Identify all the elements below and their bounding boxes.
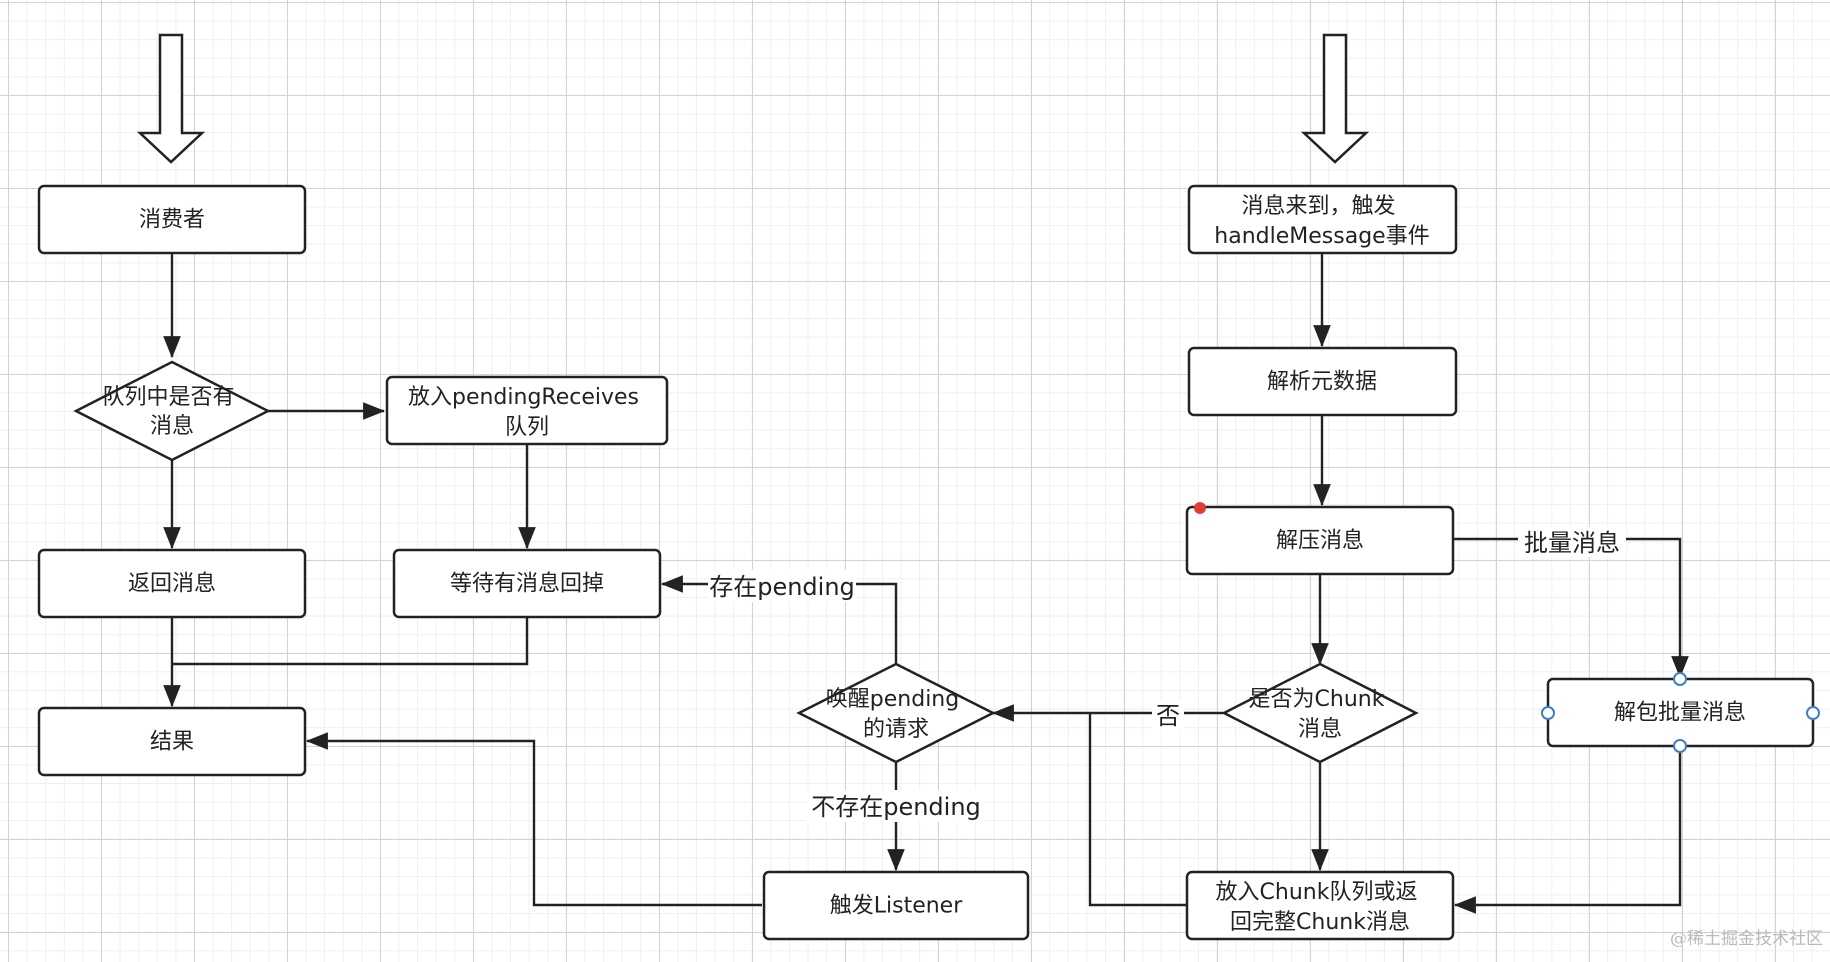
node-wait-callback[interactable]: 等待有消息回掉 <box>392 548 662 619</box>
node-return-msg-label: 返回消息 <box>128 572 216 597</box>
node-wait-callback-label: 等待有消息回掉 <box>450 572 604 597</box>
node-put-chunk-label-line1: 放入Chunk队列或返 <box>1216 880 1418 905</box>
edge-label-exists-pending: 存在pending <box>709 573 855 601</box>
node-wake-pending[interactable]: 唤醒pending 的请求 <box>796 662 996 764</box>
node-is-chunk-label-line1: 是否为Chunk <box>1249 687 1385 712</box>
svg-text:放入Chunk队列或返 回完整Chunk消息: 放入Chunk队列或返 回完整Chunk消息 <box>1216 880 1425 935</box>
node-trigger-listener-label: 触发Listener <box>830 894 963 919</box>
node-unpack-batch-label: 解包批量消息 <box>1614 701 1746 726</box>
edge-label-batch: 批量消息 <box>1524 529 1620 557</box>
node-put-chunk-label-line2: 回完整Chunk消息 <box>1230 910 1410 935</box>
node-result[interactable]: 结果 <box>37 706 307 777</box>
edge-label-no: 否 <box>1156 702 1180 730</box>
selection-handle-right[interactable] <box>1806 706 1820 720</box>
node-parse-meta-label: 解析元数据 <box>1267 370 1377 395</box>
selection-handle-bottom[interactable] <box>1673 739 1687 753</box>
edge-put-chunk-to-wake-pending <box>1088 713 1187 907</box>
node-decompress[interactable]: 解压消息 <box>1185 505 1455 576</box>
svg-text:队列中是否有 消息: 队列中是否有 消息 <box>102 385 241 439</box>
svg-text:消息来到，触发 handleMessage事: 消息来到，触发 handleMessage事件 <box>1214 194 1429 249</box>
entry-arrow-right <box>1300 33 1370 164</box>
node-msg-arrive-label-line2: handleMessage事件 <box>1214 224 1429 249</box>
node-unpack-batch[interactable]: 解包批量消息 <box>1546 677 1815 748</box>
node-put-pending-label-line1: 放入pendingReceives <box>408 385 639 410</box>
svg-text:放入pendingReceives 队列: 放入pendingReceives 队列 <box>408 385 646 440</box>
svg-text:唤醒pending 的请求: 唤醒pending 的请求 <box>826 687 966 742</box>
node-wake-pending-label-line1: 唤醒pending <box>826 687 959 712</box>
node-trigger-listener[interactable]: 触发Listener <box>762 870 1030 941</box>
watermark: @稀土掘金技术社区 <box>1670 929 1823 949</box>
node-is-chunk[interactable]: 是否为Chunk 消息 <box>1221 662 1419 764</box>
node-queue-check-label-line2: 消息 <box>150 414 194 439</box>
node-queue-check[interactable]: 队列中是否有 消息 <box>73 360 271 462</box>
node-consumer-label: 消费者 <box>139 208 205 233</box>
selection-handle-left[interactable] <box>1541 706 1555 720</box>
node-result-label: 结果 <box>150 730 194 755</box>
edge-unpack-to-put-chunk <box>1453 746 1682 914</box>
node-msg-arrive[interactable]: 消息来到，触发 handleMessage事件 <box>1187 184 1458 255</box>
node-msg-arrive-label-line1: 消息来到，触发 <box>1241 194 1395 219</box>
node-parse-meta[interactable]: 解析元数据 <box>1187 346 1458 417</box>
node-put-chunk[interactable]: 放入Chunk队列或返 回完整Chunk消息 <box>1185 870 1455 941</box>
marker-dot <box>1194 502 1206 514</box>
node-queue-check-label-line1: 队列中是否有 <box>102 385 234 410</box>
entry-arrow-left <box>136 33 206 164</box>
edge-label-not-exists-pending: 不存在pending <box>811 793 981 821</box>
node-wake-pending-label-line2: 的请求 <box>863 717 929 742</box>
node-return-msg[interactable]: 返回消息 <box>37 548 307 619</box>
node-put-pending-label-line2: 队列 <box>505 415 549 440</box>
node-consumer[interactable]: 消费者 <box>37 184 307 255</box>
edge-listener-to-result <box>305 732 762 907</box>
svg-text:是否为Chunk 消息: 是否为Chunk 消息 <box>1249 687 1392 742</box>
edge-decompress-to-unpack-batch <box>1453 537 1689 679</box>
node-put-pending[interactable]: 放入pendingReceives 队列 <box>385 375 669 446</box>
edge-wait-to-result <box>172 617 529 666</box>
node-decompress-label: 解压消息 <box>1276 529 1364 554</box>
node-is-chunk-label-line2: 消息 <box>1298 717 1342 742</box>
selection-handle-top[interactable] <box>1673 672 1687 686</box>
